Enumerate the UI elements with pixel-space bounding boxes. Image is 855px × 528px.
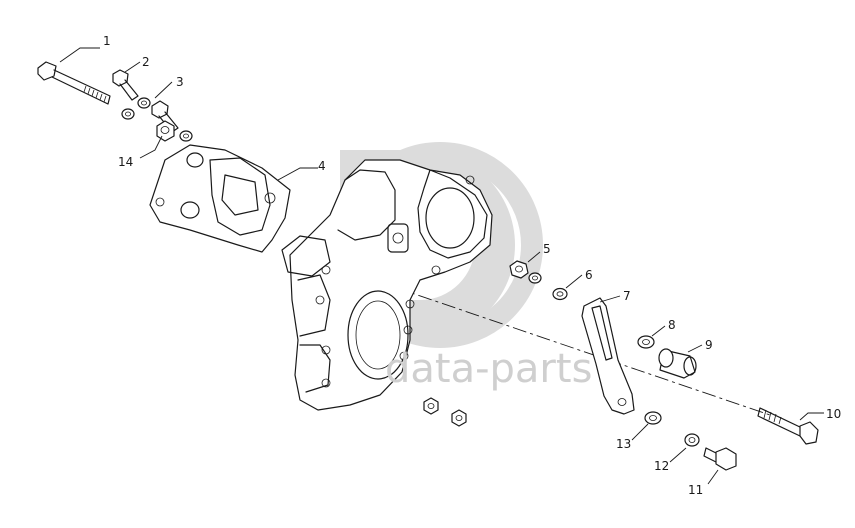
adjusting-strap-part-7: [581, 297, 635, 415]
callout-12: 12: [654, 459, 669, 473]
callout-9: 9: [705, 338, 713, 352]
bolt-part-11: [703, 447, 737, 471]
callout-labels: 1 2 3 4 5 6 7 8 9 10 11 12 13 14: [103, 34, 841, 497]
callout-11: 11: [688, 483, 703, 497]
nut-part-5: [509, 260, 542, 284]
callout-5: 5: [543, 242, 551, 256]
callout-4: 4: [318, 159, 326, 173]
long-bolt-part-1: [37, 61, 111, 105]
leader-lines: [59, 47, 824, 485]
callout-14: 14: [118, 155, 133, 169]
spacer-sleeve-part-9: [658, 348, 697, 379]
washer-part-12: [684, 433, 700, 447]
callout-7: 7: [623, 289, 631, 303]
washer-part-6: [552, 287, 568, 301]
callout-6: 6: [585, 268, 593, 282]
bolt-part-10: [757, 407, 819, 445]
nut-and-washer-part-14: [121, 108, 175, 142]
washer-part-13: [644, 411, 662, 425]
bolt-part-3: [137, 97, 193, 142]
washer-part-8: [637, 335, 655, 349]
callout-10: 10: [826, 407, 841, 421]
callout-3: 3: [176, 75, 184, 89]
callout-8: 8: [668, 318, 676, 332]
bolt-part-2: [112, 69, 139, 101]
callout-1: 1: [103, 34, 111, 48]
callout-2: 2: [142, 55, 150, 69]
housing-nuts: [423, 397, 467, 427]
callout-13: 13: [616, 437, 631, 451]
timing-cover-housing: [281, 159, 493, 411]
watermark-text: data-parts: [385, 346, 592, 392]
engine-mount-bracket: [149, 144, 291, 253]
